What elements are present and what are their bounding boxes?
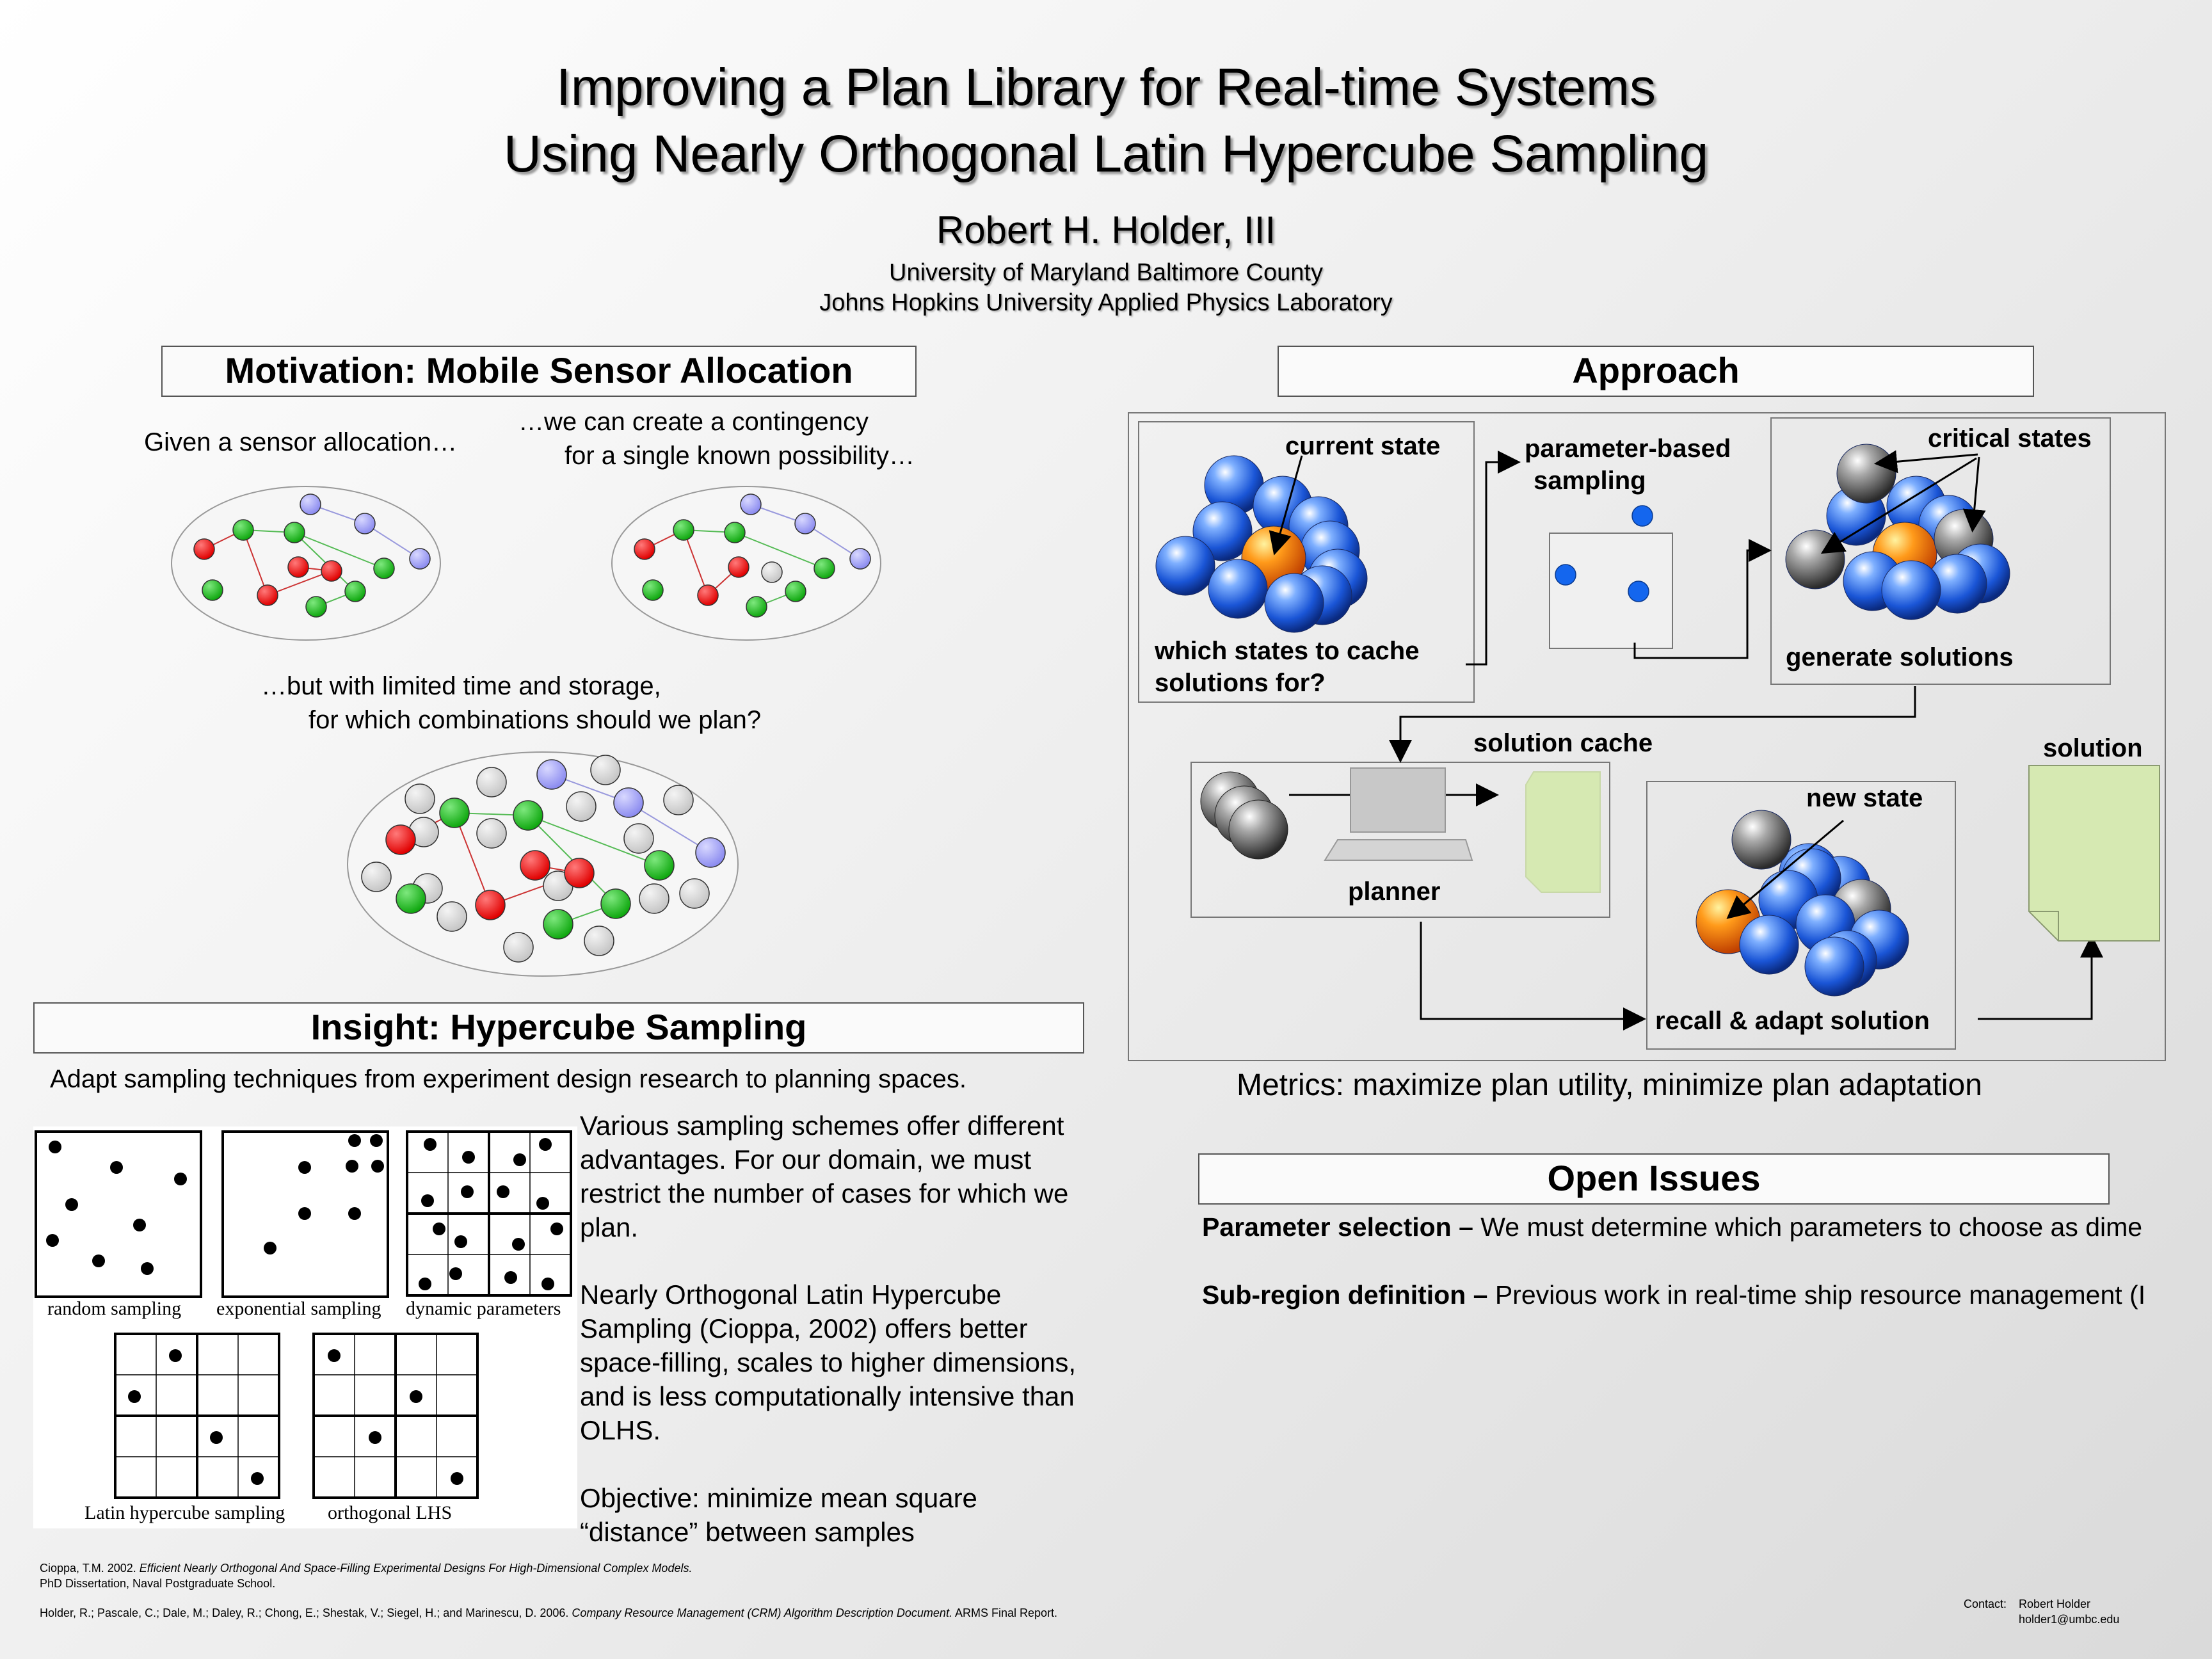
insight-intro: Adapt sampling techniques from experimen… bbox=[50, 1065, 966, 1093]
label-solution-cache: solution cache bbox=[1473, 729, 1653, 757]
caption-orthogonal-lhs: orthogonal LHS bbox=[328, 1502, 453, 1523]
critical-states-spheres bbox=[1785, 444, 2010, 620]
label-current-state: current state bbox=[1285, 432, 1441, 460]
orthogonal-lhs-grid bbox=[312, 1333, 479, 1499]
new-state-spheres bbox=[1695, 810, 1909, 997]
author-name: Robert H. Holder, III bbox=[936, 209, 1276, 252]
affiliation-2: Johns Hopkins University Applied Physics… bbox=[819, 289, 1393, 316]
cached-state-spheres bbox=[1200, 771, 1288, 860]
caption-latin-hypercube: Latin hypercube sampling bbox=[84, 1502, 285, 1523]
current-state-box bbox=[1138, 421, 1475, 703]
open-issue-sub-region-definition: Sub-region definition – Previous work in… bbox=[1202, 1280, 2146, 1310]
sensor-network-1 bbox=[171, 486, 441, 641]
insight-heading: Insight: Hypercube Sampling bbox=[33, 1002, 1084, 1054]
label-new-state: new state bbox=[1806, 784, 1923, 812]
label-critical-states: critical states bbox=[1928, 424, 2092, 453]
new-state-box bbox=[1646, 781, 1956, 1050]
current-state-spheres bbox=[1155, 455, 1368, 633]
contact-label: Contact: bbox=[1964, 1598, 2007, 1610]
label-which-states-line-1: which states to cache bbox=[1155, 637, 1420, 665]
poster-title-line-2: Using Nearly Orthogonal Latin Hypercube … bbox=[503, 125, 1709, 183]
caption-exponential-sampling: exponential sampling bbox=[216, 1298, 381, 1319]
insight-paragraph-2: Nearly Orthogonal Latin Hypercube Sampli… bbox=[580, 1279, 1077, 1445]
lhs-points bbox=[128, 1349, 264, 1485]
exponential-sampling-box bbox=[221, 1130, 389, 1298]
reference-cioppa: Cioppa, T.M. 2002. Efficient Nearly Orth… bbox=[40, 1562, 693, 1590]
approach-heading: Approach bbox=[1278, 346, 2034, 397]
motivation-caption-1: Given a sensor allocation… bbox=[144, 428, 458, 456]
dynamic-parameters-grid bbox=[406, 1130, 572, 1297]
insight-paragraph-1: Various sampling schemes offer different… bbox=[580, 1110, 1069, 1242]
solution-document bbox=[2028, 765, 2160, 942]
caption-dynamic-parameters: dynamic parameters bbox=[406, 1298, 561, 1319]
motivation-caption-3-line-1: …but with limited time and storage, bbox=[261, 672, 661, 700]
approach-panel bbox=[1128, 412, 2166, 1061]
label-generate-solutions: generate solutions bbox=[1786, 643, 2014, 671]
exponential-sampling-points bbox=[264, 1134, 384, 1254]
label-parameter-based: parameter-based bbox=[1525, 435, 1731, 463]
label-sampling: sampling bbox=[1534, 467, 1646, 495]
solution-cache-document bbox=[1525, 771, 1601, 893]
caption-random-sampling: random sampling bbox=[47, 1298, 182, 1319]
label-planner: planner bbox=[1348, 878, 1441, 906]
sensor-network-3 bbox=[347, 751, 739, 977]
contact-name: Robert Holder bbox=[2019, 1598, 2091, 1610]
reference-holder: Holder, R.; Pascale, C.; Dale, M.; Daley… bbox=[40, 1607, 1058, 1619]
poster-title-line-1: Improving a Plan Library for Real-time S… bbox=[556, 58, 1656, 116]
dynamic-parameters-points bbox=[419, 1138, 563, 1290]
latin-hypercube-grid bbox=[114, 1333, 280, 1499]
random-sampling-points bbox=[46, 1141, 187, 1275]
contact-email[interactable]: holder1@umbc.edu bbox=[2019, 1613, 2120, 1626]
motivation-caption-2-line-2: for a single known possibility… bbox=[565, 442, 915, 470]
sensor-network-2 bbox=[611, 486, 881, 641]
label-recall-adapt: recall & adapt solution bbox=[1655, 1007, 1930, 1035]
metrics-text: Metrics: maximize plan utility, minimize… bbox=[1237, 1068, 1982, 1102]
motivation-caption-2-line-1: …we can create a contingency bbox=[518, 408, 869, 436]
sampling-figures-panel bbox=[33, 1126, 577, 1528]
parameter-sample-points bbox=[1555, 505, 1653, 602]
label-solution: solution bbox=[2043, 734, 2143, 762]
insight-paragraph-3: Objective: minimize mean square “distanc… bbox=[580, 1483, 977, 1547]
motivation-heading: Motivation: Mobile Sensor Allocation bbox=[161, 346, 917, 397]
parameter-space-box bbox=[1549, 533, 1673, 649]
random-sampling-box bbox=[35, 1130, 202, 1298]
motivation-caption-3-line-2: for which combinations should we plan? bbox=[309, 706, 762, 734]
label-which-states-line-2: solutions for? bbox=[1155, 669, 1326, 697]
open-issue-parameter-selection: Parameter selection – We must determine … bbox=[1202, 1212, 2143, 1242]
olhs-points bbox=[328, 1349, 463, 1485]
open-issues-heading: Open Issues bbox=[1198, 1153, 2110, 1205]
laptop-icon bbox=[1324, 767, 1473, 861]
affiliation-1: University of Maryland Baltimore County bbox=[889, 259, 1323, 286]
